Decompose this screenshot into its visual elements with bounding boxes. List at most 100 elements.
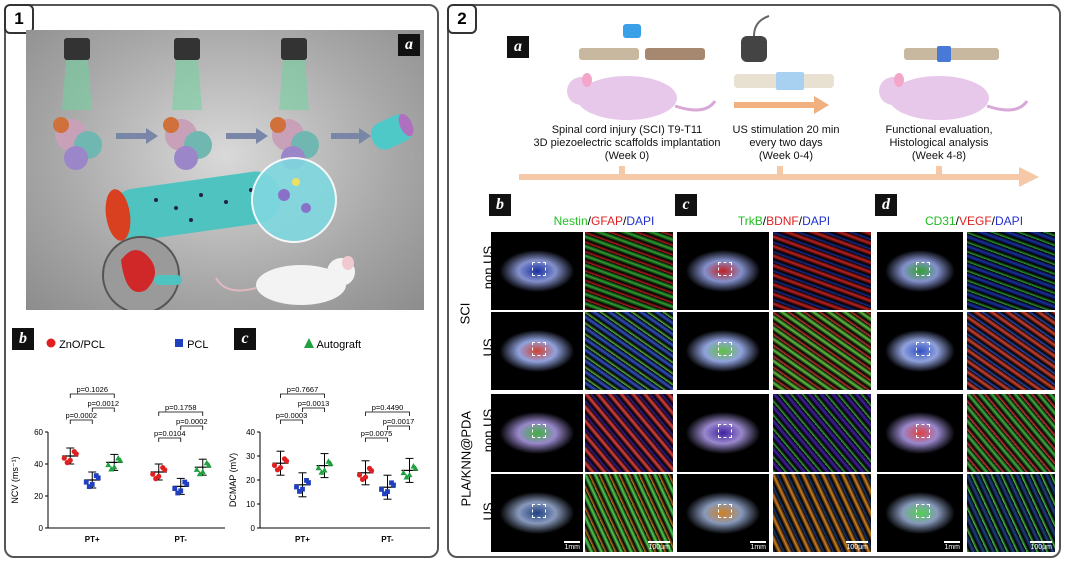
data-point	[300, 486, 305, 492]
y-tick-label: 20	[246, 476, 255, 485]
mouse-icon	[215, 256, 355, 305]
sublabel-c: c	[675, 194, 697, 216]
scale-bar-1mm: 1mm	[750, 541, 766, 551]
data-point	[356, 472, 363, 478]
data-point	[150, 471, 156, 477]
significance-bracket	[69, 419, 93, 424]
circle-marker-icon	[46, 338, 56, 348]
overview-micrograph: 1mm	[491, 474, 583, 552]
timeline-arrow	[519, 166, 1039, 187]
arrow-icon	[734, 96, 829, 114]
data-point	[199, 468, 206, 475]
zoom-micrograph	[585, 394, 673, 472]
zoom-micrograph: 100μm	[773, 474, 871, 552]
overview-micrograph	[491, 312, 583, 390]
p-value-label: p=0.4490	[372, 403, 404, 412]
zoom-micrograph	[773, 312, 871, 390]
rolled-scaffold-icon	[370, 113, 414, 150]
p-value-label: p=0.0017	[383, 417, 415, 426]
zoom-micrograph	[967, 312, 1055, 390]
overview-micrograph	[677, 312, 769, 390]
zoom-region-box	[532, 423, 547, 438]
p-value-label: p=0.1758	[165, 403, 197, 412]
sublabel-b: b	[489, 194, 511, 216]
stain-title-c: TrkB/BDNF/DAPI	[737, 214, 831, 228]
p-value-label: p=0.0013	[298, 399, 330, 408]
rat-icon	[567, 24, 717, 120]
zoom-region-box	[915, 261, 930, 276]
data-point	[89, 482, 95, 487]
zoom-region-box	[915, 423, 930, 438]
data-point	[162, 467, 168, 473]
overview-micrograph	[877, 312, 963, 390]
significance-bracket	[280, 393, 325, 398]
data-point	[83, 479, 89, 485]
significance-bracket	[365, 437, 388, 442]
p-value-label: p=0.0003	[276, 411, 308, 420]
panel-2-badge: 2	[447, 4, 477, 34]
timeline-step-1: Spinal cord injury (SCI) T9-T11 3D piezo…	[533, 124, 721, 162]
scale-bar-100um: 100μm	[1030, 541, 1052, 551]
stain-title-d: CD31/VEGF/DAPI	[924, 214, 1024, 228]
y-tick-label: 20	[34, 492, 43, 501]
x-tick-label: PT+	[85, 535, 100, 544]
y-tick-label: 0	[39, 524, 44, 533]
data-point	[117, 457, 124, 463]
data-point	[61, 455, 67, 461]
data-point	[321, 467, 328, 473]
y-tick-label: 60	[34, 428, 43, 437]
cell-cluster-icon	[53, 117, 102, 170]
legend-item: PCL	[174, 338, 208, 351]
timeline-step-2: US stimulation 20 min every two days (We…	[732, 124, 840, 162]
scale-bar-1mm: 1mm	[944, 541, 960, 551]
data-point	[294, 484, 299, 490]
data-point	[362, 474, 369, 480]
y-tick-label: 30	[246, 452, 255, 461]
data-point	[86, 484, 92, 489]
p-value-label: p=0.0075	[361, 429, 393, 438]
scale-bar-100um: 100μm	[846, 541, 868, 551]
p-value-label: p=0.0002	[66, 411, 98, 420]
data-point	[368, 468, 375, 474]
y-tick-label: 40	[34, 460, 43, 469]
zoom-region-box	[532, 261, 547, 276]
overview-micrograph: 1mm	[677, 474, 769, 552]
zoom-micrograph	[967, 394, 1055, 472]
scale-bar-1mm: 1mm	[564, 541, 580, 551]
timeline-step-3: Functional evaluation, Histological anal…	[885, 124, 993, 162]
data-point	[175, 490, 181, 496]
zoom-micrograph	[585, 232, 673, 310]
zoom-region-box	[532, 503, 547, 518]
data-point	[67, 457, 73, 463]
group-label-sci: SCI	[457, 302, 473, 325]
zoom-region-box	[718, 503, 733, 518]
ultrasound-probe-icon	[734, 15, 834, 90]
data-point	[196, 470, 203, 477]
stain-title-b: Nestin/GFAP/DAPI	[553, 214, 655, 228]
significance-bracket	[365, 411, 410, 416]
data-point	[193, 466, 200, 472]
overview-micrograph	[677, 232, 769, 310]
data-point	[277, 465, 284, 471]
ultrasound-probe-icon	[62, 38, 92, 110]
sublabel-a: a	[507, 36, 529, 58]
significance-bracket	[387, 425, 410, 430]
overview-micrograph	[491, 232, 583, 310]
data-point	[391, 482, 396, 488]
x-tick-label: PT-	[381, 535, 394, 544]
legend-item: Autograft	[304, 338, 361, 351]
y-axis-label: DCMAP (mV)	[228, 453, 238, 507]
p-value-label: p=0.0002	[176, 417, 208, 426]
ultrasound-probe-icon	[172, 38, 202, 110]
data-point	[178, 488, 184, 494]
arrow-icon	[116, 128, 371, 144]
p-value-label: p=0.7667	[287, 385, 319, 394]
significance-bracket	[69, 393, 115, 398]
data-point	[108, 466, 115, 472]
sublabel-c: c	[234, 328, 256, 350]
y-axis-label: NCV (ms⁻¹)	[10, 456, 20, 503]
zoom-region-box	[532, 341, 547, 356]
scaffold-illustration: a	[26, 30, 424, 314]
zoom-circle-icon	[251, 157, 337, 243]
zoom-micrograph	[773, 394, 871, 472]
